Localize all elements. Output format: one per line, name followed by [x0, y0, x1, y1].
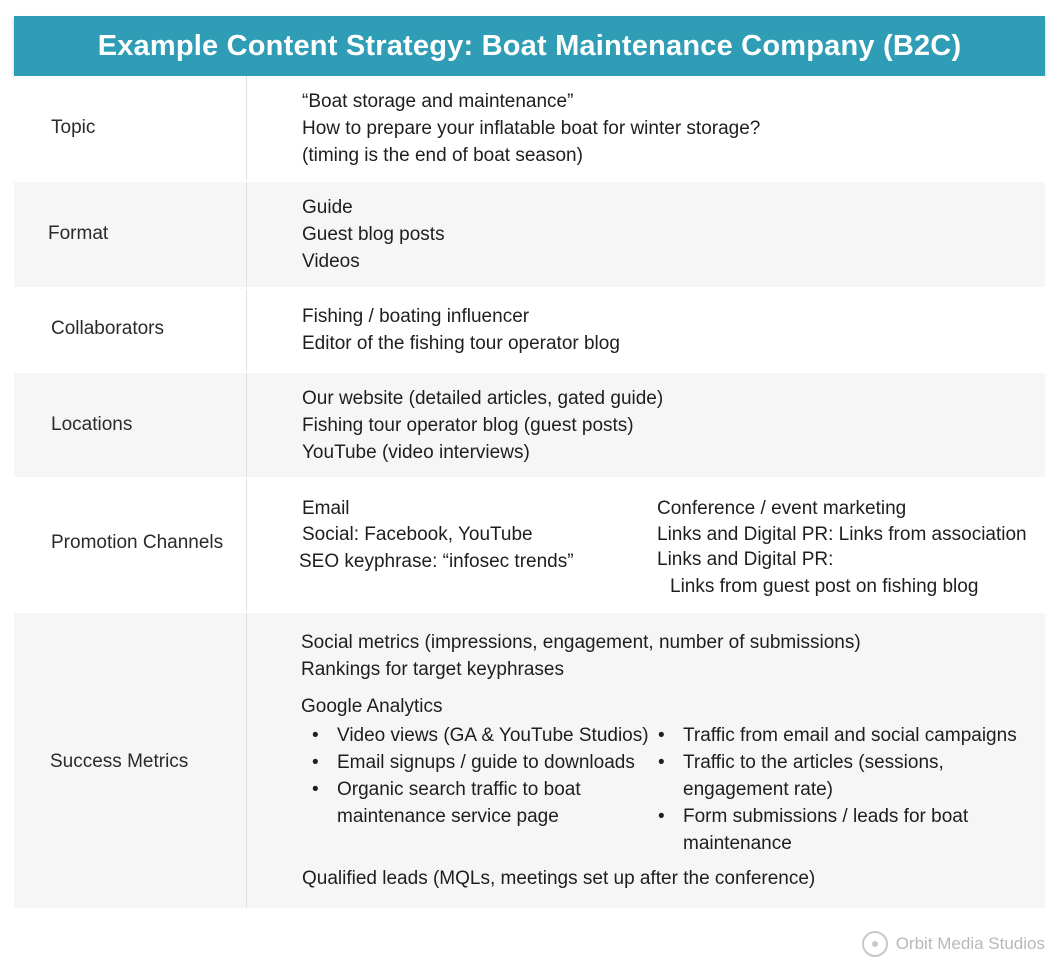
table-row-topic: Topic “Boat storage and maintenance” How… — [14, 76, 1045, 182]
column-divider — [246, 613, 247, 908]
topic-line: (timing is the end of boat season) — [302, 145, 583, 166]
metric-bullet: Traffic from email and social campaigns — [683, 725, 1017, 746]
format-line: Videos — [302, 251, 360, 272]
bullet-icon: • — [658, 806, 665, 827]
column-divider — [246, 76, 247, 180]
bullet-icon: • — [312, 725, 319, 746]
bullet-icon: • — [312, 779, 319, 800]
row-label-promotion: Promotion Channels — [51, 532, 224, 553]
promotion-channel: Conference / event marketing — [657, 498, 907, 519]
promotion-channel: Email — [302, 498, 350, 519]
topic-line: “Boat storage and maintenance” — [302, 91, 574, 112]
row-label-locations: Locations — [51, 414, 133, 435]
location-line: Our website (detailed articles, gated gu… — [302, 388, 664, 409]
column-divider — [246, 289, 247, 371]
table-row-promotion: Promotion Channels Email Social: Faceboo… — [14, 479, 1045, 613]
column-divider — [246, 479, 247, 611]
location-line: YouTube (video interviews) — [302, 442, 530, 463]
promotion-channel: Links from guest post on fishing blog — [670, 576, 979, 597]
column-divider — [246, 373, 247, 477]
row-label-topic: Topic — [51, 117, 96, 138]
promotion-channel: Links and Digital PR: — [657, 549, 834, 570]
brand-name: Orbit Media Studios — [895, 934, 1045, 953]
page-title: Example Content Strategy: Boat Maintenan… — [97, 29, 962, 62]
metric-line: Rankings for target keyphrases — [301, 659, 564, 680]
metric-line: Social metrics (impressions, engagement,… — [301, 632, 861, 653]
location-line: Fishing tour operator blog (guest posts) — [302, 415, 634, 436]
bullet-icon: • — [658, 725, 665, 746]
promotion-channel: Social: Facebook, YouTube — [302, 524, 533, 545]
metric-bullet: Video views (GA & YouTube Studios) — [337, 725, 649, 746]
metric-line: Qualified leads (MQLs, meetings set up a… — [302, 868, 816, 889]
column-divider — [246, 182, 247, 287]
metric-bullet: Email signups / guide to downloads — [337, 752, 635, 773]
ga-heading: Google Analytics — [301, 696, 443, 717]
metric-bullet: Traffic to the articles (sessions, engag… — [683, 752, 944, 800]
title-banner: Example Content Strategy: Boat Maintenan… — [14, 16, 1045, 76]
metric-bullet: Organic search traffic to boat maintenan… — [337, 779, 581, 827]
row-label-format: Format — [48, 223, 109, 244]
bullet-icon: • — [312, 752, 319, 773]
orbit-logo-icon — [861, 931, 888, 957]
table-row-metrics: Success Metrics Social metrics (impressi… — [14, 613, 1045, 910]
promotion-channel: Links and Digital PR: Links from associa… — [657, 524, 1027, 545]
promotion-channel: SEO keyphrase: “infosec trends” — [299, 551, 574, 572]
format-line: Guest blog posts — [302, 224, 445, 245]
collaborator-line: Fishing / boating influencer — [302, 306, 530, 327]
bullet-icon: • — [658, 752, 665, 773]
format-line: Guide — [302, 197, 353, 218]
table-row-format: Format Guide Guest blog posts Videos — [14, 182, 1045, 289]
footer-branding: Orbit Media Studios — [861, 931, 1045, 957]
row-label-metrics: Success Metrics — [50, 751, 189, 772]
collaborator-line: Editor of the fishing tour operator blog — [302, 333, 620, 354]
metric-bullet: Form submissions / leads for boat mainte… — [683, 806, 969, 854]
table-row-collaborators: Collaborators Fishing / boating influenc… — [14, 289, 1045, 373]
topic-line: How to prepare your inflatable boat for … — [302, 118, 761, 139]
row-label-collaborators: Collaborators — [51, 318, 164, 339]
table-row-locations: Locations Our website (detailed articles… — [14, 373, 1045, 479]
